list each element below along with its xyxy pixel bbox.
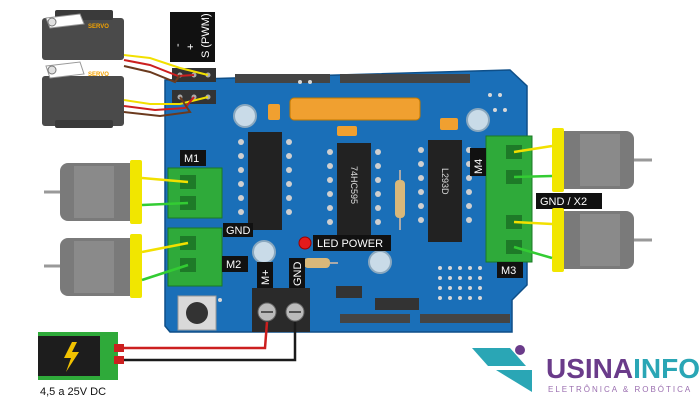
jumper-header [336, 286, 419, 310]
voltage-label: 4,5 a 25V DC [40, 386, 106, 398]
motor-driver-chip: L293D [418, 140, 472, 242]
m3-label: M3 [501, 265, 516, 277]
reset-button [177, 295, 217, 331]
power-wires [124, 321, 297, 362]
chip-label-l293d: L293D [440, 168, 450, 195]
right-motor-wires [513, 144, 553, 260]
logo-mark-icon [472, 348, 526, 366]
capacitors [233, 104, 490, 274]
pwm-label: S (PWM) [200, 13, 212, 58]
motor-3 [552, 208, 652, 272]
power-led [298, 236, 312, 250]
bottom-header [340, 314, 510, 323]
chip-label-74hc595: 74HC595 [349, 166, 359, 204]
logo-usina: USINAINFO [546, 353, 700, 384]
pwm-label-box [170, 12, 215, 62]
servo-2: SERVO [42, 61, 124, 128]
m-plus-label-box [257, 262, 273, 288]
usinainfo-logo: USINAINFO ELETRÔNICA & ROBÓTICA [472, 345, 700, 394]
m4-label: M4 [473, 159, 485, 174]
led-power-label-box [313, 235, 391, 251]
resistor [395, 170, 405, 230]
gnd-terminal-label: GND [292, 262, 304, 287]
logo-tagline: ELETRÔNICA & ROBÓTICA [548, 385, 692, 394]
m-plus-label: M+ [260, 269, 272, 285]
plus-label: + [185, 44, 197, 50]
shift-register-chip: 74HC595 [327, 143, 381, 235]
servo-2-label: SERVO [88, 72, 109, 78]
gnd-left-label: GND [226, 225, 251, 237]
m3-label-box [497, 262, 523, 278]
m2-label-box [222, 256, 248, 272]
gnd-x2-label: GND / X2 [540, 196, 587, 208]
gnd-left-label-box [223, 223, 253, 237]
motor-4 [552, 128, 652, 192]
servo-1: SERVO [42, 10, 124, 60]
driver-chip-left [238, 132, 292, 230]
m2-label: M2 [226, 259, 241, 271]
gnd-x2-label-box [536, 193, 602, 209]
resistor-network [289, 97, 421, 121]
motor-2 [44, 234, 142, 298]
servo-wires [123, 54, 209, 118]
servo-1-label: SERVO [88, 24, 109, 30]
gnd-terminal-label-box [289, 258, 305, 288]
left-motor-wires [141, 176, 189, 282]
led-power-label: LED POWER [317, 238, 383, 250]
m1-label: M1 [184, 153, 199, 165]
m1-label-box [180, 150, 206, 166]
m4-label-box [470, 148, 486, 176]
motor-1 [44, 160, 142, 224]
minus-label: - [172, 43, 184, 47]
power-terminal [252, 288, 310, 332]
dc-jack [38, 332, 124, 380]
top-header [235, 74, 470, 83]
